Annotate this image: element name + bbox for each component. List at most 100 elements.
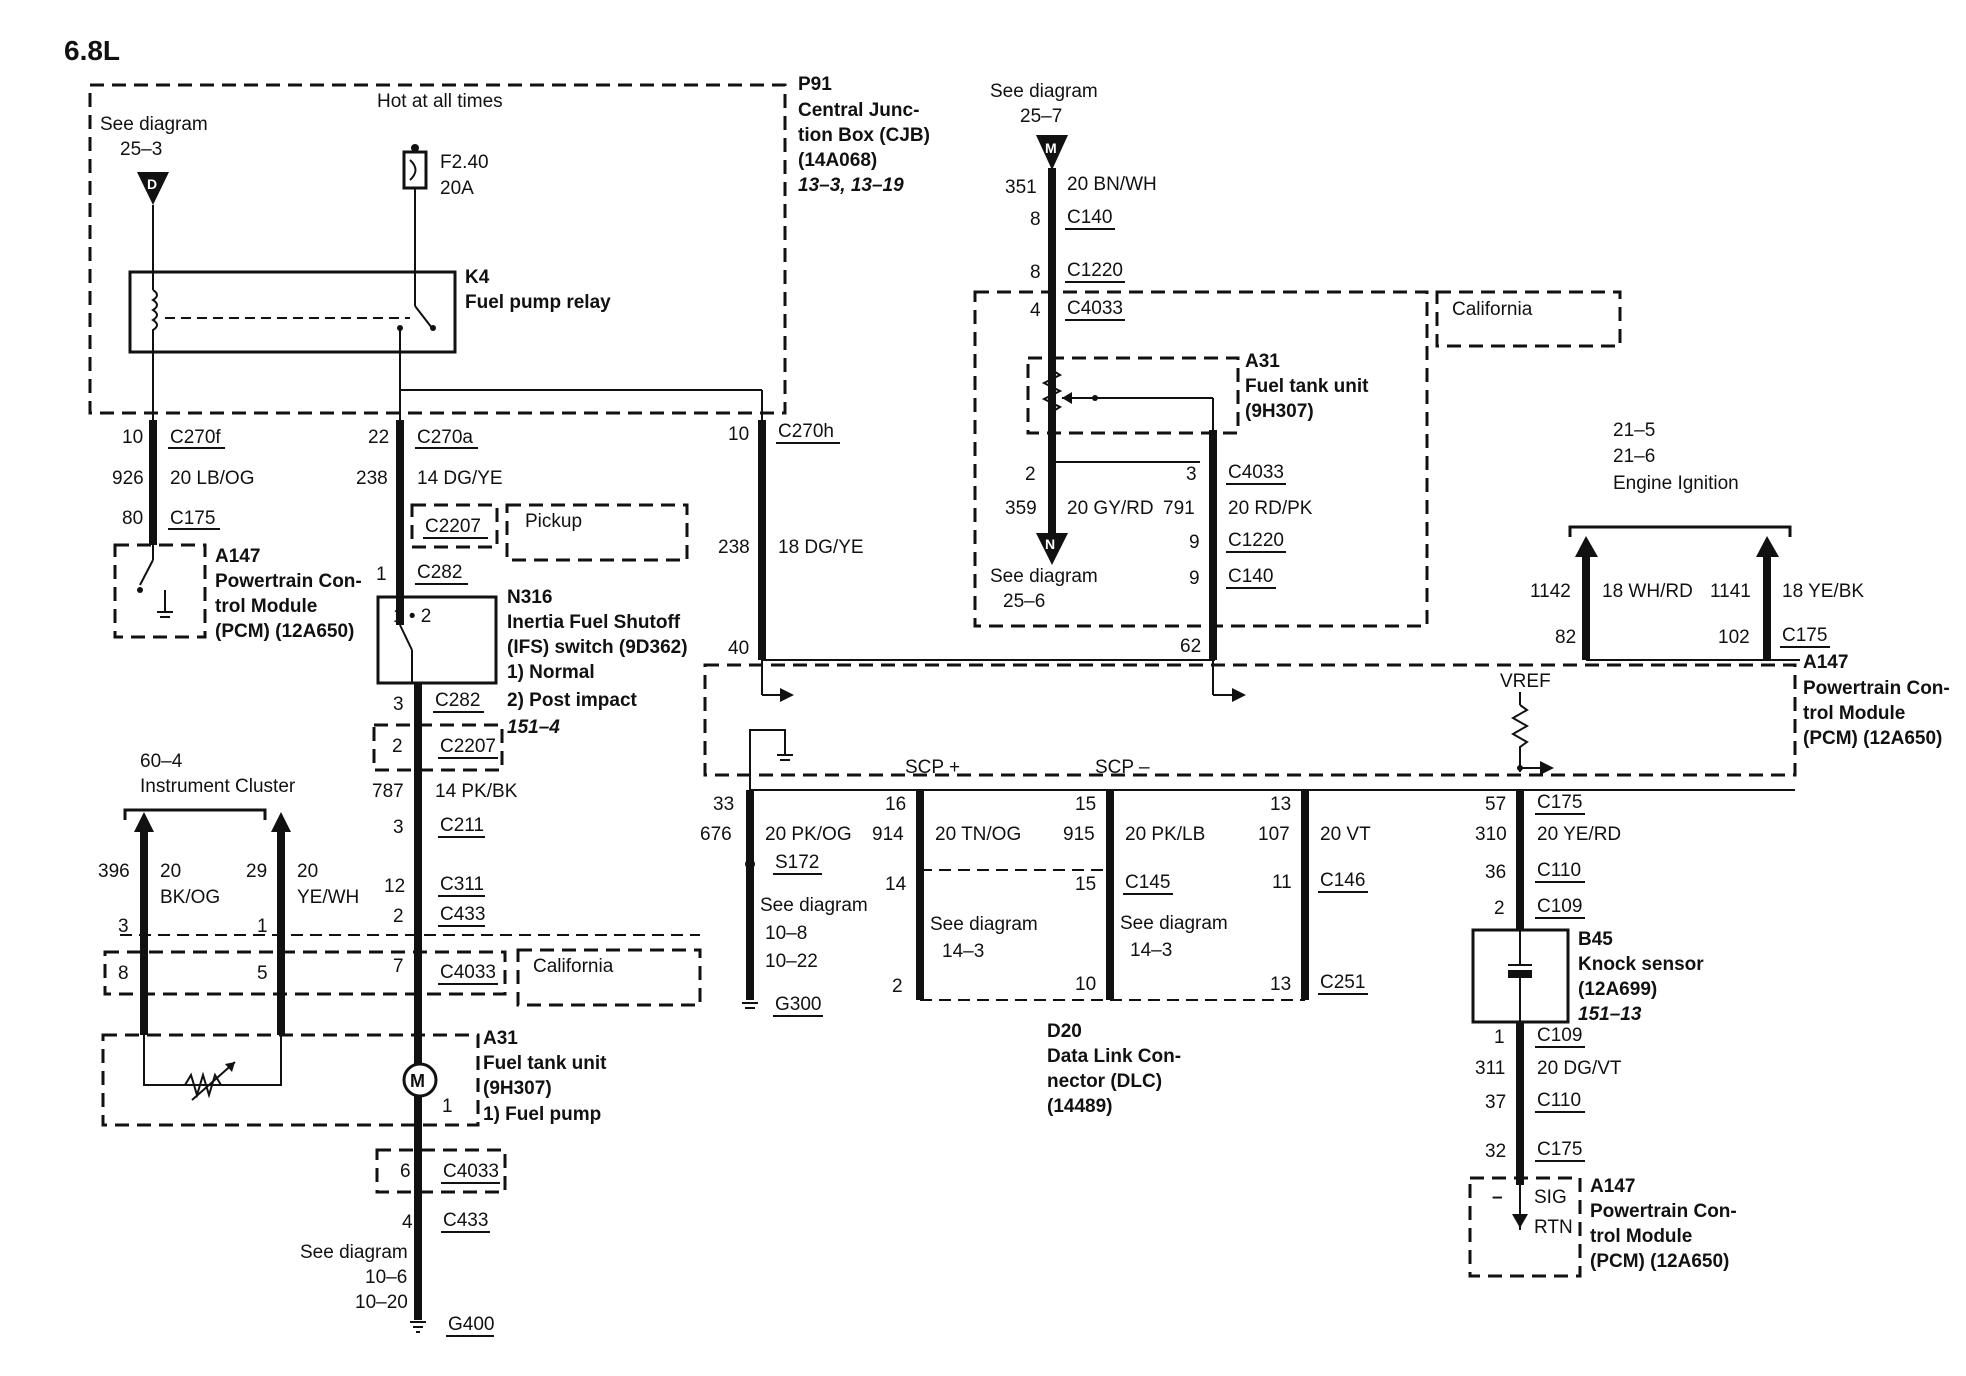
left-pcm-name-2: trol Module <box>215 596 317 617</box>
page-title: 6.8L <box>64 35 120 66</box>
fuel-pump-motor-icon <box>402 1062 438 1098</box>
pickup-label: Pickup <box>525 511 582 532</box>
c1220-top-label: C1220 <box>1067 260 1123 281</box>
tank-low-id: A31 <box>483 1028 518 1049</box>
cluster-name: Instrument Cluster <box>140 776 296 797</box>
wire-359-code: 20 GY/RD <box>1067 498 1154 519</box>
knock-pcm-minus: – <box>1492 1187 1503 1208</box>
c140-top-label: C140 <box>1067 207 1112 228</box>
c1220-b-pin: 9 <box>1189 532 1200 553</box>
fuel-sender-variable-arrow <box>191 1061 236 1101</box>
dlc-id: D20 <box>1047 1021 1082 1042</box>
right-pcm-id: A147 <box>1803 652 1848 673</box>
wire-676-code: 20 PK/OG <box>765 824 852 845</box>
dlc-name-1: Data Link Con- <box>1047 1046 1181 1067</box>
wire-351-circuit: 351 <box>1005 177 1037 198</box>
hot-at-all-times: Hot at all times <box>377 91 503 112</box>
relay-box <box>128 270 457 354</box>
cjb-name-2: tion Box (CJB) <box>798 125 930 146</box>
connector-n-label: N <box>1045 536 1055 552</box>
cjb-id: P91 <box>798 74 832 95</box>
relay-contact-node <box>430 325 436 331</box>
wire-396-circuit: 396 <box>98 861 130 882</box>
scp-minus-pin-3: 10 <box>1075 974 1096 995</box>
c140-b-pin: 9 <box>1189 568 1200 589</box>
c270h-label: C270h <box>778 421 834 442</box>
tank-unit-high-box <box>1026 356 1240 435</box>
california-left-label: California <box>533 956 614 977</box>
knock-id: B45 <box>1578 929 1613 950</box>
tr-see-ref: 25–7 <box>1020 106 1062 127</box>
wire-396-size: 20 <box>160 861 181 882</box>
c175-k-pin: 57 <box>1485 794 1506 815</box>
wire-1141-code: 18 YE/BK <box>1782 581 1864 602</box>
vref-resistor-icon <box>1510 704 1530 772</box>
wire-29-color: YE/WH <box>297 887 359 908</box>
g300-ref-2: 10–22 <box>765 951 818 972</box>
ifs-switch-icon <box>399 624 413 651</box>
c175-left-label: C175 <box>170 508 215 529</box>
tank-high-id: A31 <box>1245 351 1280 372</box>
c1220-b-label: C1220 <box>1228 530 1284 551</box>
g300-ref-1: 10–8 <box>765 923 807 944</box>
c211-label: C211 <box>440 815 484 836</box>
c145-label: C145 <box>1125 872 1170 893</box>
cluster-arrow-1-icon <box>134 812 154 832</box>
tank-high-name-2: (9H307) <box>1245 401 1314 422</box>
wire-311-code: 20 DG/VT <box>1537 1058 1622 1079</box>
vt-pin: 13 <box>1270 794 1291 815</box>
c175-b-pin: 32 <box>1485 1141 1506 1162</box>
wire-107-code: 20 VT <box>1320 824 1371 845</box>
fuse-node <box>411 144 419 152</box>
knock-pcm-arrow-icon <box>1512 1214 1528 1228</box>
tank-unit-low-box <box>101 1033 480 1127</box>
c270a-pin: 22 <box>368 427 389 448</box>
variable-arrow-head-icon <box>225 1062 235 1072</box>
relay-id: K4 <box>465 267 490 288</box>
connector-m-label: M <box>1045 140 1057 156</box>
tank-high-wiper-arrow-icon <box>1062 392 1072 404</box>
left-pcm-name-3: (PCM) (12A650) <box>215 621 354 642</box>
c4033-tr-pin: 4 <box>1030 300 1041 321</box>
wire-29-circuit: 29 <box>246 861 267 882</box>
wire-29-size: 20 <box>297 861 318 882</box>
knock-pcm-sig: SIG <box>1534 1187 1567 1208</box>
tr-see-diagram: See diagram <box>990 81 1098 102</box>
connector-d-icon <box>137 172 169 205</box>
relay-name: Fuel pump relay <box>465 292 611 313</box>
right-pcm-name-2: trol Module <box>1803 703 1905 724</box>
wire-351-code: 20 BN/WH <box>1067 174 1157 195</box>
tank-low-name-1: Fuel tank unit <box>483 1053 607 1074</box>
c140-b-label: C140 <box>1228 566 1273 587</box>
c109-k-pin: 2 <box>1494 898 1505 919</box>
scp-plus-pin: 16 <box>885 794 906 815</box>
c175-k-label: C175 <box>1537 792 1582 813</box>
c4033-left-pin: 7 <box>393 956 404 977</box>
g300-label: G300 <box>775 994 821 1015</box>
cluster-pin-5: 5 <box>257 963 268 984</box>
wire-791-circuit: 791 <box>1163 498 1195 519</box>
dlc-name-2: nector (DLC) <box>1047 1071 1162 1092</box>
tr-see-ref-2: 25–6 <box>1003 591 1045 612</box>
dlc-name-3: (14489) <box>1047 1096 1113 1117</box>
ignition-name: Engine Ignition <box>1613 473 1739 494</box>
cjb-see-ref: 25–3 <box>120 139 162 160</box>
left-pcm-id: A147 <box>215 546 260 567</box>
wire-359-circuit: 359 <box>1005 498 1037 519</box>
fuse-amp: 20A <box>440 178 474 199</box>
c2207-top-label: C2207 <box>425 516 481 537</box>
ignition-pin-102: 102 <box>1718 627 1750 648</box>
wire-791-code: 20 RD/PK <box>1228 498 1313 519</box>
c2207-pickup-box <box>410 503 499 549</box>
left-pcm-switch-icon <box>139 559 154 586</box>
ignition-pin-82: 82 <box>1555 627 1576 648</box>
knock-name-2: (12A699) <box>1578 979 1657 1000</box>
s172-label: S172 <box>775 852 819 873</box>
wire-238b-code: 18 DG/YE <box>778 537 864 558</box>
scp-plus-label: SCP + <box>905 757 960 778</box>
c433-tank-label: C433 <box>443 1210 488 1231</box>
scp-plus-ref: 14–3 <box>942 941 984 962</box>
c140-top-pin: 8 <box>1030 209 1041 230</box>
